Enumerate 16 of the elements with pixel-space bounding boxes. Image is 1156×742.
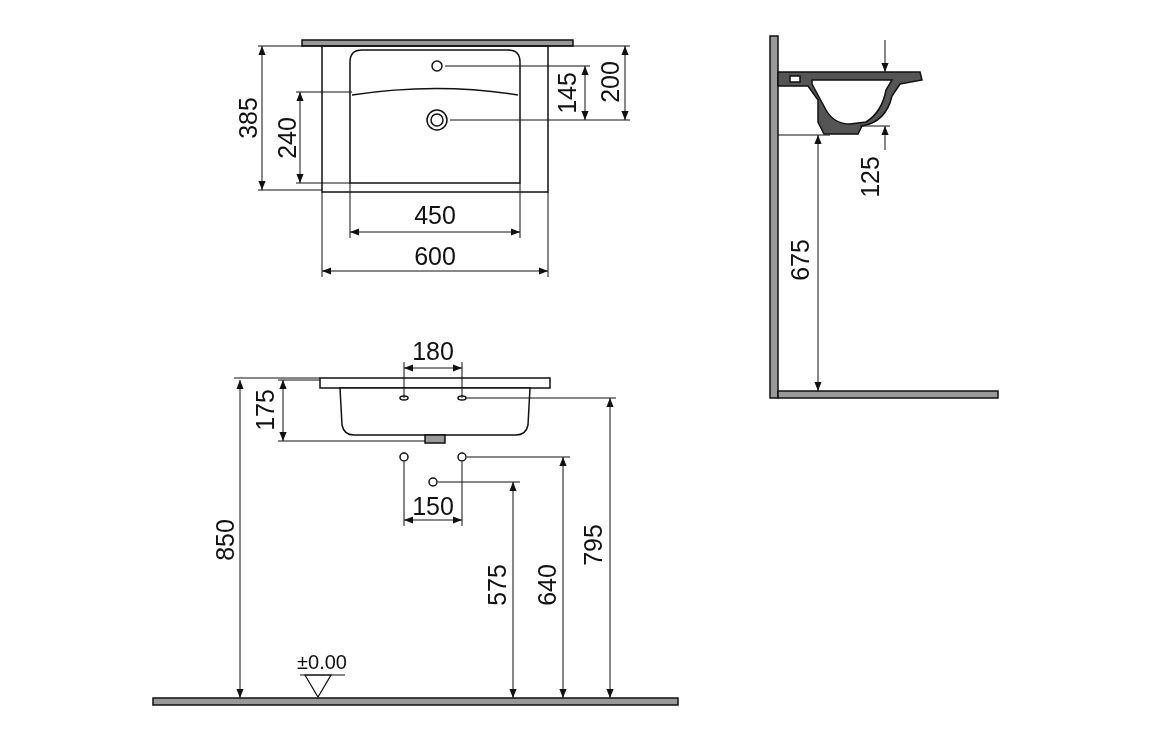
dimension-label: 575 — [484, 564, 510, 606]
dimension-label: 795 — [580, 524, 606, 566]
dimension-label: 200 — [597, 61, 623, 103]
dimension-label: ±0.00 — [297, 652, 347, 672]
dimension-label: 850 — [212, 519, 238, 561]
dimension-label: 175 — [252, 389, 278, 431]
dimension-label: 240 — [274, 117, 300, 159]
dimension-label: 640 — [534, 564, 560, 606]
dimension-label: 150 — [412, 493, 454, 519]
dimension-label: 450 — [414, 202, 456, 228]
dimension-label: 600 — [414, 243, 456, 269]
dimension-label: 180 — [412, 338, 454, 364]
dimension-label: 675 — [787, 239, 813, 281]
dimension-label: 125 — [857, 156, 883, 198]
dimension-label: 385 — [235, 97, 261, 139]
dimension-label: 145 — [554, 72, 580, 114]
